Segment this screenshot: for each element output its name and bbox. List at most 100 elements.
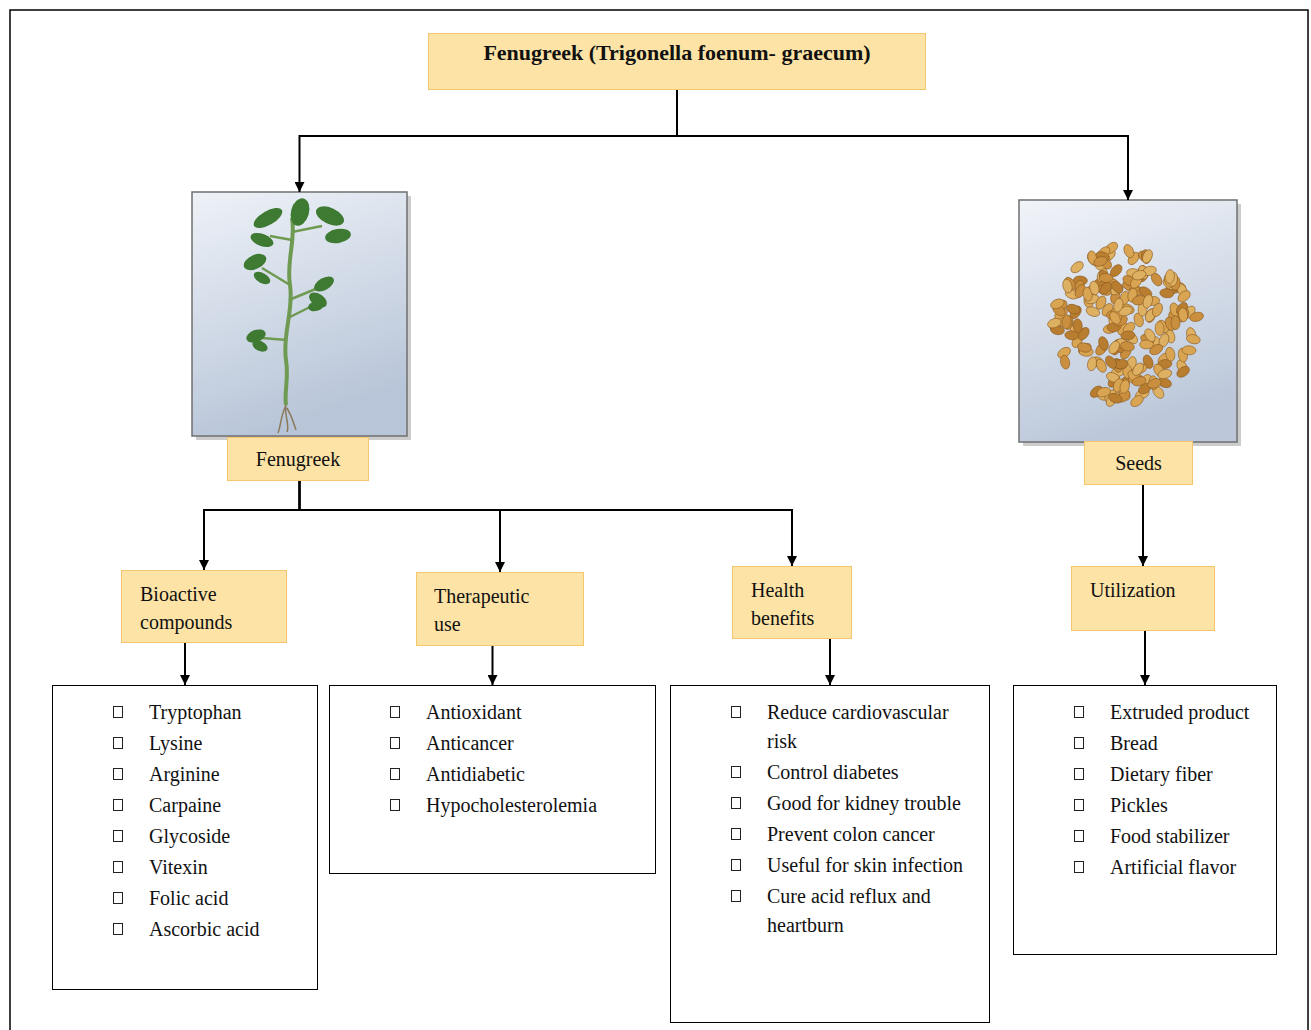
bullet-box — [113, 892, 123, 904]
seed — [1108, 262, 1124, 278]
bullet-box — [1074, 706, 1084, 718]
list-box: Reduce cardiovascular riskControl diabet… — [670, 685, 990, 1023]
plant-drawing — [241, 196, 352, 433]
list-box: TryptophanLysineArginineCarpaineGlycosid… — [52, 685, 318, 990]
leaf — [252, 269, 273, 287]
bullet-box — [390, 737, 400, 749]
list-item: Useful for skin infection — [731, 851, 970, 880]
list-item: Tryptophan — [113, 698, 298, 727]
arrow-connector — [300, 481, 501, 572]
bullet-box — [731, 828, 741, 840]
page-frame — [10, 10, 1308, 1030]
seed — [1130, 361, 1146, 378]
list-item: Carpaine — [113, 791, 298, 820]
plant-photo — [192, 192, 407, 436]
leaf — [251, 204, 286, 232]
list-item: Folic acid — [113, 884, 298, 913]
seed — [1189, 311, 1205, 323]
bullet-box — [390, 706, 400, 718]
seed — [1098, 280, 1114, 296]
bullet-box — [390, 799, 400, 811]
bullet-box — [113, 861, 123, 873]
bullet-box — [731, 797, 741, 809]
list-item: Glycoside — [113, 822, 298, 851]
seed — [1176, 288, 1193, 304]
bullet-box — [113, 923, 123, 935]
seed — [1175, 364, 1192, 379]
category-box: Therapeutic use — [416, 572, 584, 646]
bullet-box — [390, 768, 400, 780]
bullet-box — [113, 830, 123, 842]
category-label: Bioactive compounds — [140, 580, 268, 636]
category-label: Therapeutic use — [434, 582, 543, 638]
seed — [1182, 346, 1196, 356]
seed-pile — [1046, 240, 1204, 409]
seed — [1061, 314, 1072, 329]
seed — [1118, 379, 1131, 395]
title-box: Fenugreek (Trigonella foenum- graecum) — [428, 33, 926, 90]
seed — [1088, 280, 1100, 296]
seed — [1059, 354, 1071, 370]
seed — [1129, 393, 1146, 409]
arrow-connector — [1144, 631, 1146, 685]
category-label: Utilization — [1090, 576, 1196, 604]
bullet-box — [113, 799, 123, 811]
seed — [1112, 297, 1124, 313]
arrow-connector — [829, 639, 831, 685]
arrow-connector — [184, 643, 186, 685]
bullet-box — [731, 766, 741, 778]
list-item: Extruded product — [1074, 698, 1257, 727]
seed — [1103, 354, 1119, 371]
seed — [1131, 375, 1147, 387]
list-item: Control diabetes — [731, 758, 970, 787]
photo-panel: Seeds — [1019, 200, 1237, 485]
arrow-connector — [204, 481, 300, 570]
list-item: Cure acid reflux and heartburn — [731, 882, 970, 940]
plant-root — [278, 405, 296, 433]
seed — [1076, 341, 1092, 353]
list-item: Food stabilizer — [1074, 822, 1257, 851]
bullet-box — [113, 768, 123, 780]
plant-stem — [285, 218, 293, 405]
list-item: Lysine — [113, 729, 298, 758]
leaf — [249, 230, 276, 249]
photo-panel: Fenugreek — [192, 192, 407, 481]
arrow-connector — [677, 90, 1128, 200]
leaf — [313, 202, 347, 229]
list-item: Arginine — [113, 760, 298, 789]
seed — [1122, 243, 1136, 259]
list-box: Extruded productBreadDietary fiberPickle… — [1013, 685, 1277, 955]
leaf — [288, 196, 313, 228]
bullet-box — [113, 706, 123, 718]
seed — [1085, 305, 1101, 318]
title-text: Fenugreek (Trigonella foenum- graecum) — [439, 39, 915, 67]
seed — [1092, 255, 1108, 268]
seed — [1171, 316, 1180, 330]
seed — [1185, 333, 1201, 345]
photo-label: Seeds — [1084, 441, 1193, 485]
seed — [1150, 302, 1164, 318]
leaf — [307, 299, 325, 313]
category-box: Utilization — [1071, 566, 1215, 631]
seed — [1107, 392, 1123, 405]
bullet-box — [731, 890, 741, 902]
bullet-box — [1074, 830, 1084, 842]
list-item: Dietary fiber — [1074, 760, 1257, 789]
seed — [1157, 368, 1173, 381]
leaf — [241, 251, 269, 274]
seed — [1121, 330, 1136, 340]
seed — [1131, 269, 1147, 281]
list-item: Artificial flavor — [1074, 853, 1257, 882]
seed — [1097, 335, 1110, 351]
seed — [1165, 346, 1177, 361]
seed — [1120, 340, 1136, 352]
seed — [1155, 321, 1165, 335]
list-item: Antioxidant — [390, 698, 636, 727]
seed — [1061, 278, 1073, 294]
seed — [1146, 377, 1162, 390]
list-item: Vitexin — [113, 853, 298, 882]
bullet-box — [1074, 737, 1084, 749]
leaf — [251, 338, 270, 354]
list-item: Bread — [1074, 729, 1257, 758]
